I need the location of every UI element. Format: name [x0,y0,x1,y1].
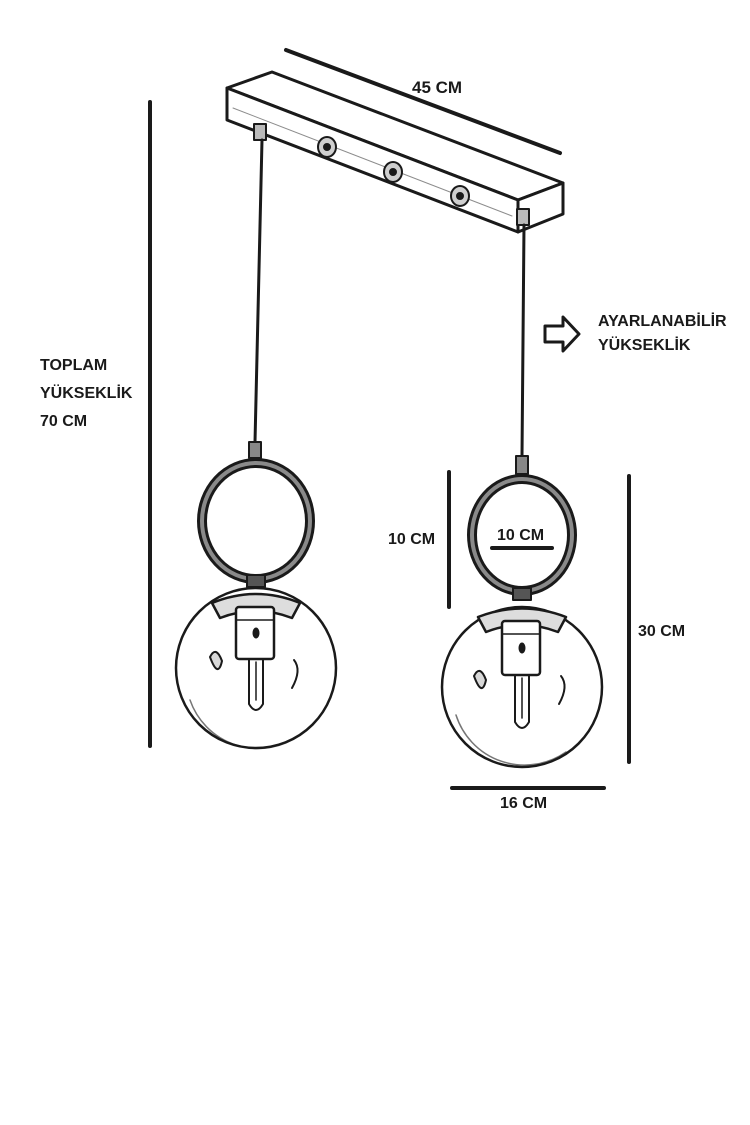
total-height-label: TOPLAM YÜKSEKLİK 70 CM [40,352,132,436]
width-dimension-line [284,48,562,155]
adjustable-height-label: AYARLANABİLİR YÜKSEKLİK [598,310,727,358]
cord-grip [516,208,530,226]
canopy-screw-heads [317,136,470,207]
canopy-width-label: 45 CM [412,78,463,97]
suspension-cable [253,138,264,444]
cable-connector [248,441,262,459]
ceiling-canopy [225,70,565,234]
total-height-label-line2: YÜKSEKLİK [40,385,133,402]
ring-joint [246,574,266,588]
adjustable-height-label-line1: AYARLANABİLİR [598,313,727,330]
cable-connector [515,455,529,475]
cord-grip [253,123,267,141]
total-height-label-line3: 70 CM [40,413,88,430]
glass-globe [440,605,604,769]
bulb-filament [248,658,264,711]
bulb-filament [514,674,530,729]
glass-globe [174,586,338,750]
adjustable-height-label-line2: YÜKSEKLİK [598,337,691,354]
ring-width-label: 10 CM [497,527,545,544]
right-pendant [440,208,604,769]
ring-joint [512,587,532,601]
arrow-right-outline-icon [543,315,581,353]
suspension-cable [520,223,526,458]
globe-width-label: 16 CM [500,795,548,812]
left-pendant [174,123,338,750]
total-height-label-line1: TOPLAM [40,357,108,374]
pendant-height-label: 30 CM [638,623,686,640]
ring-height-label: 10 CM [388,531,436,548]
